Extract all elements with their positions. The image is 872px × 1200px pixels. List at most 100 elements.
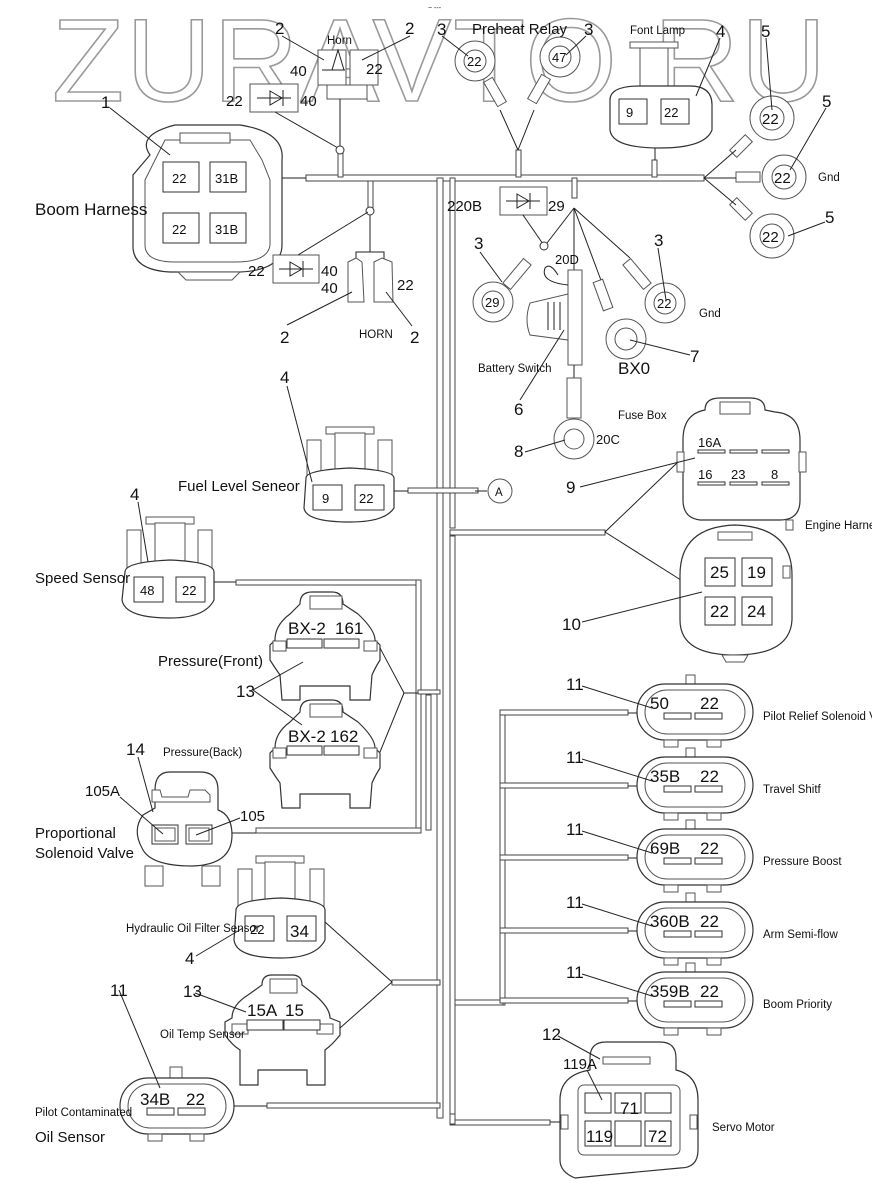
pin-label: 48 (140, 583, 154, 598)
pin-label: 19 (747, 563, 766, 582)
horn-bottom-connector[interactable] (347, 206, 394, 303)
label-gnd-battery: Gnd (699, 308, 721, 320)
engine-harness-connector-10[interactable]: 25 19 22 24 (679, 524, 793, 663)
pin-label: 50 (650, 694, 669, 713)
callout-11: 11 (566, 893, 584, 912)
callout-14: 14 (126, 740, 145, 759)
diode-bottom (272, 254, 320, 284)
terminal-label: 22 (762, 111, 779, 128)
callout-2: 2 (275, 19, 284, 38)
boom-harness-connector[interactable]: 22 31B 22 31B (132, 124, 283, 281)
label-fuel-level: Fuel Level Seneor (178, 478, 300, 495)
pin (209, 212, 247, 244)
pin-label: 15 (285, 1001, 304, 1020)
battery-terminal-29[interactable]: 29 (472, 257, 532, 323)
fuel-level-sensor-connector[interactable]: 9 22 (303, 426, 395, 523)
pin-label: 22 (172, 222, 186, 237)
battery-switch[interactable] (526, 265, 583, 366)
pin-label: 31B (215, 171, 238, 186)
callout-5: 5 (822, 92, 831, 111)
gnd-terminal[interactable]: 22 (735, 154, 807, 200)
callout-2: 2 (405, 19, 414, 38)
callout-3: 3 (437, 20, 446, 39)
pin-label: 360B (650, 912, 690, 931)
label-proportional-line1: Proportional (35, 825, 116, 842)
pin-label: 22 (664, 105, 678, 120)
label-horn-bottom: HORN (359, 329, 393, 341)
pin-label: 9 (626, 105, 633, 120)
label-battery-switch: Battery Switch (478, 363, 552, 375)
font-lamp-connector[interactable]: 9 22 (609, 41, 713, 149)
diode-battery (499, 186, 548, 216)
pin-label: 105 (240, 808, 265, 825)
callout-11: 11 (566, 963, 584, 982)
pressure-back-connector[interactable]: BX-2 162 (269, 699, 381, 809)
oil-temp-sensor-connector[interactable]: 15A 15 (224, 974, 341, 1086)
callout-1: 1 (101, 93, 110, 112)
pin-label: 105A (85, 783, 120, 800)
label-gnd: Gnd (818, 172, 840, 184)
battery-terminal-22[interactable]: 22 (622, 257, 686, 324)
pin-label: 24 (747, 602, 766, 621)
pin-label: 22 (172, 171, 186, 186)
label-hydraulic-oil-filter: Hydraulic Oil Filter Sensor (126, 923, 260, 935)
solenoid-connector[interactable]: 360B 22 (636, 892, 754, 966)
gnd-terminal[interactable]: 22 (728, 95, 795, 159)
label-oil-temp: Oil Temp Sensor (160, 1029, 245, 1041)
pin-label: 22 (186, 1090, 205, 1109)
pilot-contaminated-oil-sensor-connector[interactable]: 34B 22 (119, 1066, 235, 1142)
pin-label: 40 (300, 93, 317, 110)
callout-11: 11 (566, 748, 584, 767)
pin-label: 22 (710, 602, 729, 621)
hydraulic-oil-filter-sensor-connector[interactable]: 22 34 (233, 855, 326, 959)
callout-12: 12 (542, 1025, 561, 1044)
label-bx0: BX0 (618, 359, 650, 378)
label-horn-top: Horn (327, 35, 352, 47)
pin (162, 212, 200, 244)
callout-4: 4 (716, 22, 725, 41)
callout-2: 2 (410, 328, 419, 347)
solenoid-label: Boom Priority (763, 999, 832, 1011)
pin-label: 35B (650, 767, 680, 786)
pin-label: 40 (321, 280, 338, 297)
pin-label: 40 (290, 63, 307, 80)
terminal-label: 22 (467, 54, 481, 69)
label-pilot-contaminated-line2: Oil Sensor (35, 1129, 105, 1146)
solenoid-label: Arm Semi-flow (763, 929, 838, 941)
horn-top-connector[interactable] (317, 48, 379, 100)
preheat-terminal-47[interactable]: 47 (526, 36, 581, 105)
terminal-label: 22 (774, 170, 791, 187)
pin-label: 22 (397, 277, 414, 294)
pin-label: 119 (586, 1127, 613, 1146)
callout-13: 13 (183, 982, 202, 1001)
callout-10: 10 (562, 615, 581, 634)
pin-label: 34 (290, 922, 309, 941)
callout-5: 5 (761, 22, 770, 41)
fuse-box-terminal[interactable] (553, 377, 595, 460)
pressure-front-connector[interactable]: BX-2 161 (269, 591, 381, 701)
gnd-terminal[interactable]: 22 (728, 196, 795, 259)
pin-label: 22 (182, 583, 196, 598)
preheat-terminal-22[interactable]: 22 (454, 40, 508, 108)
speed-sensor-connector[interactable]: 48 22 (121, 516, 215, 619)
engine-harness-connector-9[interactable]: 16A 16 23 8 (676, 397, 807, 531)
terminal-label: 22 (762, 229, 779, 246)
pin-label: 72 (648, 1127, 667, 1146)
callout-8: 8 (514, 442, 523, 461)
label-pressure-back: Pressure(Back) (163, 747, 242, 759)
pin-label: 22 (700, 912, 719, 931)
pin (162, 161, 200, 193)
terminal-label: 29 (485, 295, 499, 310)
pin-label: 40 (321, 263, 338, 280)
servo-motor-connector[interactable]: 71 119 72 (559, 1041, 699, 1179)
bx0-terminal[interactable] (592, 278, 647, 360)
pin-label: 8 (771, 467, 778, 482)
proportional-solenoid-valve-connector[interactable] (136, 771, 233, 887)
label-preheat-relay: Preheat Relay (472, 21, 568, 38)
label-fuse-box: Fuse Box (618, 410, 667, 422)
